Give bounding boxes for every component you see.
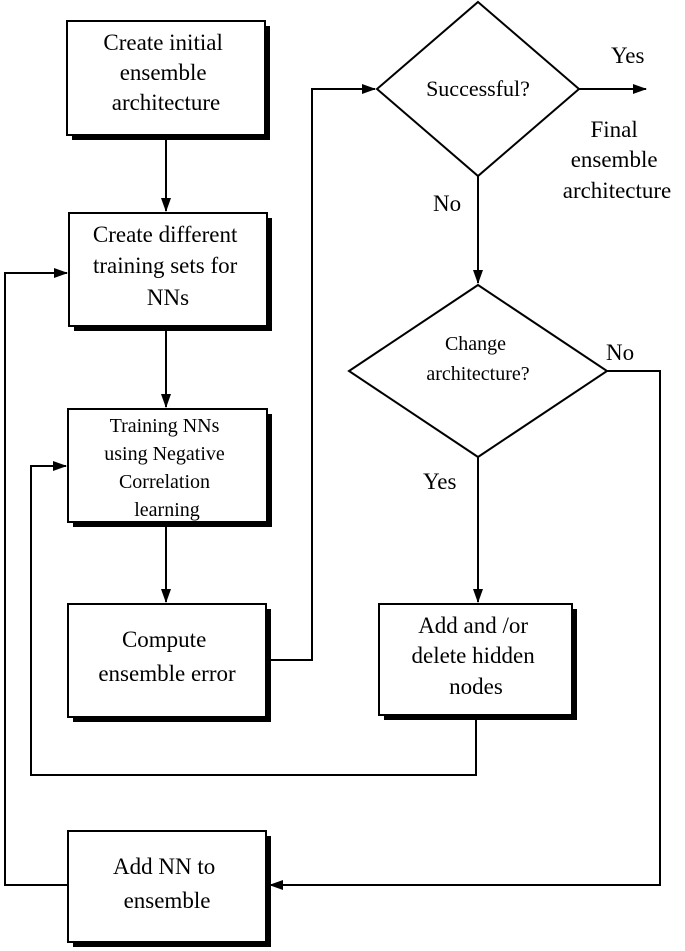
training-ncl-line-3: Correlation	[119, 471, 210, 493]
final-architecture-label: Final ensemble architecture	[563, 117, 672, 203]
training-ncl-line-1: Training NNs	[110, 415, 220, 437]
successful-label: Successful?	[426, 76, 530, 101]
successful-decision: Successful?	[375, 0, 581, 178]
edge-compute-to-successful	[266, 84, 376, 661]
create-training-sets-line-3: NNs	[147, 285, 189, 310]
create-initial-label: Create initial ensemble architecture	[103, 30, 228, 115]
add-nn-label: Add NN to ensemble	[113, 854, 221, 913]
successful-no-label: No	[433, 191, 461, 216]
create-training-sets-label: Create different training sets for NNs	[93, 222, 243, 310]
create-initial-line-3: architecture	[112, 90, 221, 115]
final-architecture-line-2: ensemble	[571, 147, 658, 172]
change-architecture-line-1: Change	[445, 333, 506, 355]
compute-error-line-1: Compute	[122, 627, 206, 652]
add-delete-hidden-node: Add and /or delete hidden nodes	[378, 603, 577, 720]
edge-add-nn-to-training-sets	[4, 268, 68, 886]
create-training-sets-node: Create different training sets for NNs	[68, 212, 272, 331]
create-initial-line-1: Create initial	[103, 30, 222, 55]
create-initial-node: Create initial ensemble architecture	[66, 20, 270, 140]
training-ncl-node: Training NNs using Negative Correlation …	[67, 408, 272, 527]
final-architecture-line-1: Final	[590, 117, 637, 142]
compute-error-node: Compute ensemble error	[67, 603, 271, 722]
create-training-sets-line-2: training sets for	[93, 253, 238, 278]
add-nn-line-2: ensemble	[124, 888, 211, 913]
add-delete-hidden-line-1: Add and /or	[418, 613, 528, 638]
training-ncl-label: Training NNs using Negative Correlation …	[104, 415, 230, 521]
create-initial-line-2: ensemble	[120, 60, 207, 85]
edge-hidden-to-ncl	[30, 461, 477, 776]
change-architecture-decision: Change architecture?	[347, 283, 609, 459]
add-nn-line-1: Add NN to	[113, 854, 215, 879]
edge-change-no	[269, 370, 661, 890]
compute-error-line-2: ensemble error	[98, 661, 236, 686]
add-delete-hidden-line-3: nodes	[449, 674, 503, 699]
add-delete-hidden-line-2: delete hidden	[411, 643, 535, 668]
change-no-label: No	[606, 340, 634, 365]
compute-error-label: Compute ensemble error	[98, 627, 236, 686]
training-ncl-line-4: learning	[134, 499, 200, 521]
add-nn-node: Add NN to ensemble	[67, 830, 271, 947]
add-delete-hidden-label: Add and /or delete hidden nodes	[411, 613, 540, 699]
training-ncl-line-2: using Negative	[104, 443, 225, 465]
change-architecture-line-2: architecture?	[426, 363, 529, 385]
final-architecture-line-3: architecture	[563, 178, 672, 203]
create-training-sets-line-1: Create different	[93, 222, 238, 247]
change-architecture-label: Change architecture?	[426, 333, 529, 385]
successful-yes-label: Yes	[611, 43, 645, 68]
change-yes-label: Yes	[423, 469, 457, 494]
